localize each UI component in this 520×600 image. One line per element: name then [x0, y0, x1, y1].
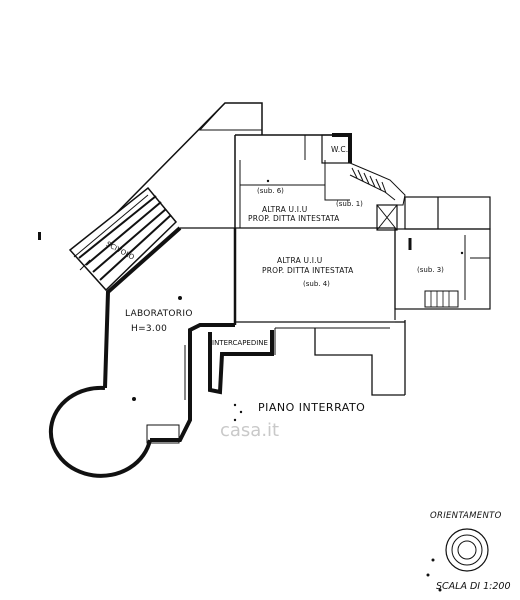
sub4-label: (sub. 4) [303, 280, 330, 288]
sub4-room [180, 227, 406, 396]
other-unit-mid-line2: PROP. DITTA INTESTATA [262, 266, 354, 275]
scale-label: SCALA DI 1:200 [436, 581, 511, 592]
upper-wing [77, 102, 350, 253]
floor-title: PIANO INTERRATO [258, 401, 366, 414]
other-unit-mid-line1: ALTRA U.I.U [277, 256, 323, 265]
drawing-marks [38, 179, 464, 592]
compass-icon [445, 528, 489, 572]
other-unit-top-line1: ALTRA U.I.U [262, 205, 308, 214]
wc-label: W.C. [331, 145, 349, 154]
wc-room [321, 133, 352, 164]
ramp-hatch [68, 186, 178, 292]
ceiling-height-label: H=3.00 [131, 324, 168, 334]
other-unit-top-line2: PROP. DITTA INTESTATA [248, 214, 340, 223]
lab-details [132, 227, 232, 444]
sub6-label: (sub. 6) [257, 187, 284, 195]
watermark-text: casa.it [220, 420, 280, 441]
laboratorio-room [48, 226, 274, 478]
orientation-label: ORIENTAMENTO [430, 511, 502, 521]
sub1-label: (sub. 1) [336, 200, 363, 208]
staircase [349, 162, 406, 231]
laboratorio-label: LABORATORIO [125, 309, 193, 319]
right-annex [394, 196, 491, 320]
sub3-label: (sub. 3) [417, 266, 444, 274]
intercapedine-label: INTERCAPEDINE [212, 339, 268, 347]
